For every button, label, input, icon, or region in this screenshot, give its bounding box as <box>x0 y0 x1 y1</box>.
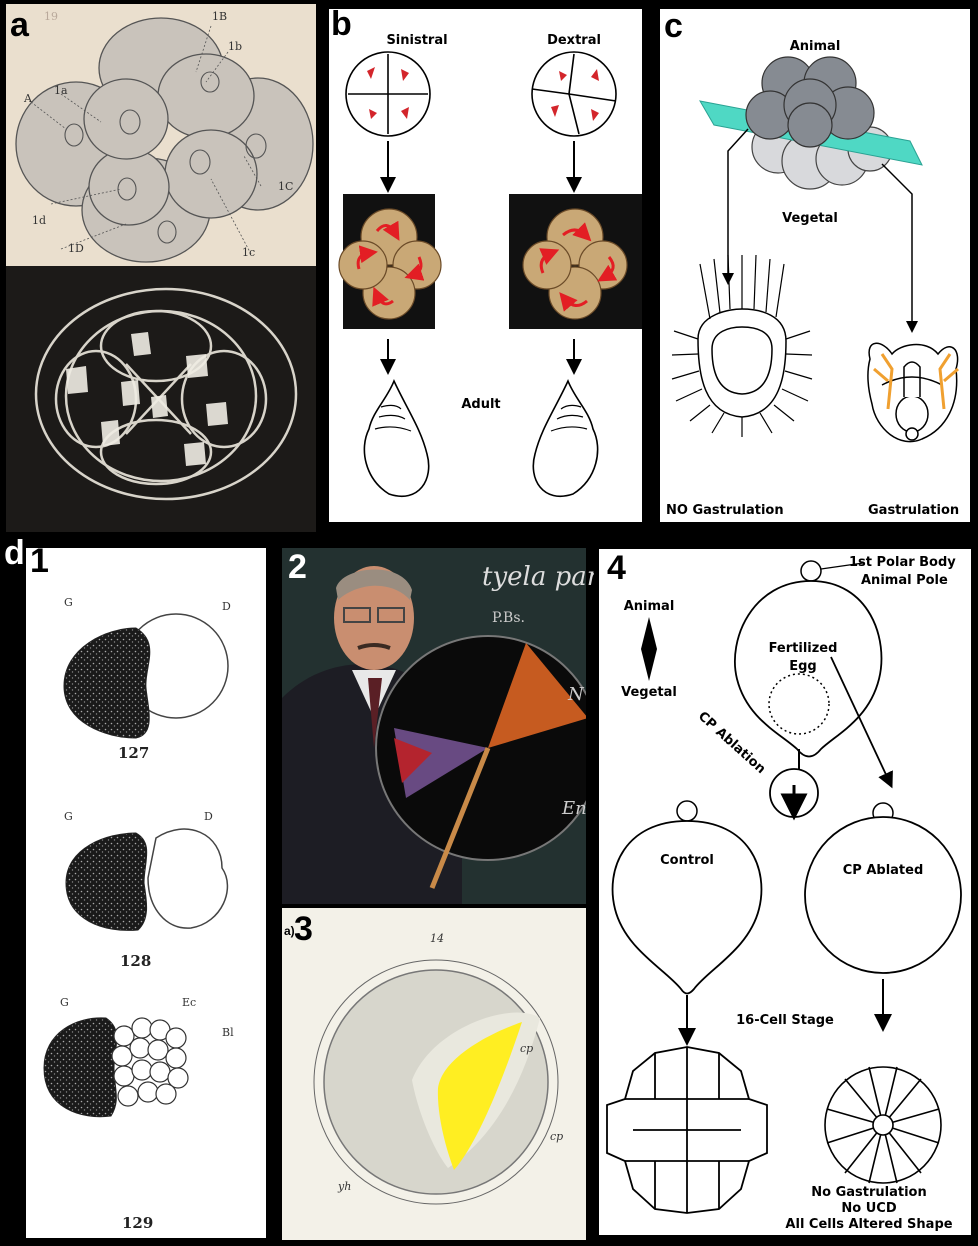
mark-Bl: Bl <box>222 1026 234 1039</box>
panel-d2-photo <box>282 548 586 904</box>
mark-yh: yh <box>338 1180 351 1193</box>
board-pbs: P.Bs. <box>492 610 525 626</box>
panel-c: c Animal Vegetal NO Gastrulation Gastrul… <box>655 4 975 527</box>
label-1D: 1D <box>68 242 84 255</box>
label-1B: 1B <box>212 10 227 23</box>
mark-cp-top: cp <box>520 1042 533 1055</box>
mark-Ec: Ec <box>182 996 196 1009</box>
label-outcome-3: All Cells Altered Shape <box>785 1217 952 1232</box>
label-outcome-1: No Gastrulation <box>811 1185 926 1200</box>
label-animal: Animal <box>624 599 675 614</box>
mark-D-127: D <box>222 600 231 613</box>
fig-14: 14 <box>430 932 444 945</box>
board-n: N <box>568 684 584 705</box>
fig-129: 129 <box>122 1214 153 1232</box>
mark-G-129: G <box>60 996 69 1009</box>
panel-label-d4: 4 <box>607 549 626 588</box>
mark-G-128: G <box>64 810 73 823</box>
page-number: 19 <box>44 10 58 23</box>
panel-label-a: a <box>10 6 29 45</box>
fig-128: 128 <box>120 952 151 970</box>
label-1c: 1c <box>242 246 255 259</box>
label-egg: Egg <box>789 659 817 674</box>
panel-d1: 1 G D 127 G D 128 G Ec Bl 129 <box>26 548 266 1238</box>
panel-label-d1: 1 <box>30 542 49 581</box>
label-A: A <box>24 92 32 105</box>
panel-a: a 19 1B 1a 1b A 1C 1d 1D 1c <box>6 4 316 532</box>
panel-d4: 4 1st Polar Body Animal Pole Animal Vege… <box>594 544 976 1240</box>
panel-label-c: c <box>664 7 683 46</box>
label-animal: Animal <box>790 39 841 54</box>
label-1C: 1C <box>278 180 293 193</box>
label-vegetal: Vegetal <box>621 685 677 700</box>
label-cp-ablated: CP Ablated <box>843 863 924 878</box>
label-fertilized: Fertilized <box>769 641 838 656</box>
label-dextral: Dextral <box>547 33 601 48</box>
panel-b-drawings <box>329 9 642 522</box>
panel-b: b Sinistral Dextral Adult <box>324 4 647 527</box>
label-no-gastrulation: NO Gastrulation <box>666 503 784 518</box>
label-1d: 1d <box>32 214 46 227</box>
panel-d3-drawing <box>282 908 586 1240</box>
board-en: En <box>562 798 587 819</box>
mark-G-127: G <box>64 596 73 609</box>
panel-a-drawings <box>6 4 316 532</box>
fig-127: 127 <box>118 744 149 762</box>
label-adult: Adult <box>461 397 500 412</box>
label-vegetal: Vegetal <box>782 211 838 226</box>
label-1a: 1a <box>54 84 68 97</box>
panel-d3: a) 3 14 cp cp yh <box>282 908 586 1240</box>
panel-label-d: d <box>4 534 25 573</box>
panel-d2: 2 tyela partit P.Bs. N En <box>282 548 586 904</box>
panel-c-drawings <box>660 9 970 522</box>
label-16-cell: 16-Cell Stage <box>736 1013 834 1028</box>
panel-label-d3: 3 <box>294 910 313 949</box>
panel-label-d2: 2 <box>288 548 307 587</box>
panel-d1-drawings <box>26 548 266 1238</box>
label-1b: 1b <box>228 40 242 53</box>
label-animal-pole: Animal Pole <box>861 573 948 588</box>
label-control: Control <box>660 853 714 868</box>
label-polar-body: 1st Polar Body <box>849 555 956 570</box>
mark-cp-bottom: cp <box>550 1130 563 1143</box>
label-gastrulation: Gastrulation <box>868 503 959 518</box>
mark-D-128: D <box>204 810 213 823</box>
label-outcome-2: No UCD <box>841 1201 896 1216</box>
label-sinistral: Sinistral <box>386 33 447 48</box>
panel-label-b: b <box>331 5 352 44</box>
